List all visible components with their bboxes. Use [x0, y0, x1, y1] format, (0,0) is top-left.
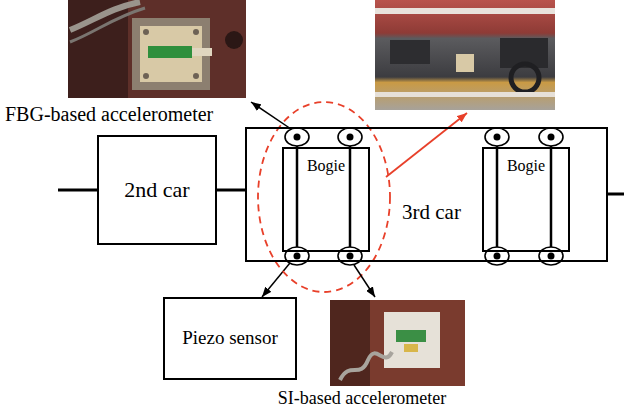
photo-background	[375, 0, 555, 110]
sensor-box: Piezo sensor	[163, 297, 297, 380]
sensor-housing	[384, 312, 440, 368]
bogie-box: Bogie	[482, 147, 570, 252]
photo-detail	[225, 31, 243, 49]
sensor-chip	[404, 344, 418, 352]
wheel	[285, 128, 309, 146]
wheel-hub	[294, 134, 301, 141]
wheel	[338, 247, 362, 265]
wheel-hub	[494, 134, 501, 141]
car-label: 3rd car	[402, 201, 461, 224]
photo-rail	[375, 92, 555, 97]
photo-stripe	[375, 8, 555, 14]
axle	[349, 137, 352, 256]
axle	[496, 137, 499, 256]
box-label: Bogie	[307, 157, 345, 175]
wheel-hub	[494, 253, 501, 260]
wheel-hub	[347, 134, 354, 141]
wheel	[485, 128, 509, 146]
bolt	[143, 29, 149, 35]
wheel	[285, 247, 309, 265]
photo-wheel	[511, 64, 539, 92]
box-label: Bogie	[507, 157, 545, 175]
car-box: 3rd car Bogie Bogie	[245, 127, 608, 262]
wheel	[539, 247, 563, 265]
bolt	[143, 73, 149, 79]
leader-arrow	[386, 113, 467, 177]
coupler-line	[217, 189, 245, 192]
photo-background	[330, 300, 465, 386]
photo-shadow	[330, 300, 370, 386]
axle	[296, 137, 299, 256]
leader-arrow	[251, 102, 291, 129]
wheel	[338, 128, 362, 146]
wheel-hub	[294, 253, 301, 260]
sensor-fiber	[192, 48, 212, 56]
coupler-line	[608, 193, 624, 196]
bolt	[193, 29, 199, 35]
box-label: Piezo sensor	[182, 328, 278, 349]
wheel	[485, 247, 509, 265]
wheel-hub	[548, 134, 555, 141]
photo-cable	[340, 352, 392, 380]
axle	[550, 137, 553, 256]
sensor-board	[396, 330, 426, 342]
bogie-box: Bogie	[282, 147, 370, 252]
train-photo	[375, 0, 555, 110]
highlight-ellipse	[258, 102, 390, 292]
wheel-hub	[347, 253, 354, 260]
wheel	[539, 128, 563, 146]
wheel-hub	[548, 253, 555, 260]
box-label: 2nd car	[124, 178, 189, 202]
fbg-photo	[68, 0, 246, 98]
photo-caption: SI-based accelerometer	[278, 389, 446, 409]
coupler-line	[58, 189, 97, 192]
car-box: 2nd car	[97, 135, 217, 245]
leader-arrow	[354, 265, 375, 297]
photo-sensor	[456, 54, 474, 72]
bolt	[193, 73, 199, 79]
photo-caption: FBG-based accelerometer	[5, 103, 213, 125]
photo-background	[68, 0, 246, 98]
sensor-connector	[148, 46, 192, 58]
si-photo	[330, 300, 465, 386]
photo-equipment	[390, 40, 430, 64]
